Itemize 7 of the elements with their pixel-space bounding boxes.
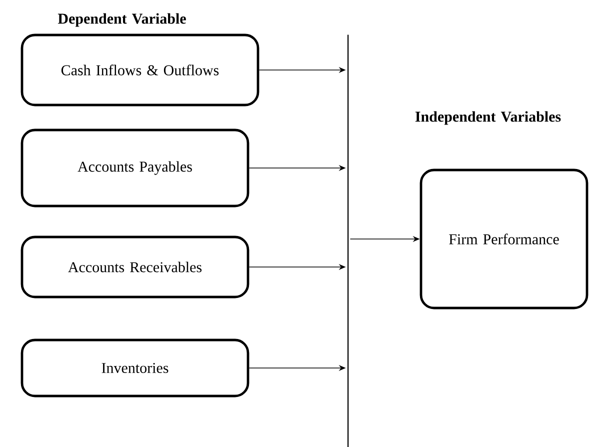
process-box: Cash Inflows & Outflows xyxy=(20,34,260,106)
process-box: Inventories xyxy=(20,338,250,398)
heading: Independent Variables xyxy=(415,111,561,125)
process-box: Firm Performance xyxy=(420,168,588,310)
process-box: Accounts Receivables xyxy=(20,236,250,298)
process-box: Accounts Payables xyxy=(20,128,250,208)
vertical-line xyxy=(347,34,349,447)
